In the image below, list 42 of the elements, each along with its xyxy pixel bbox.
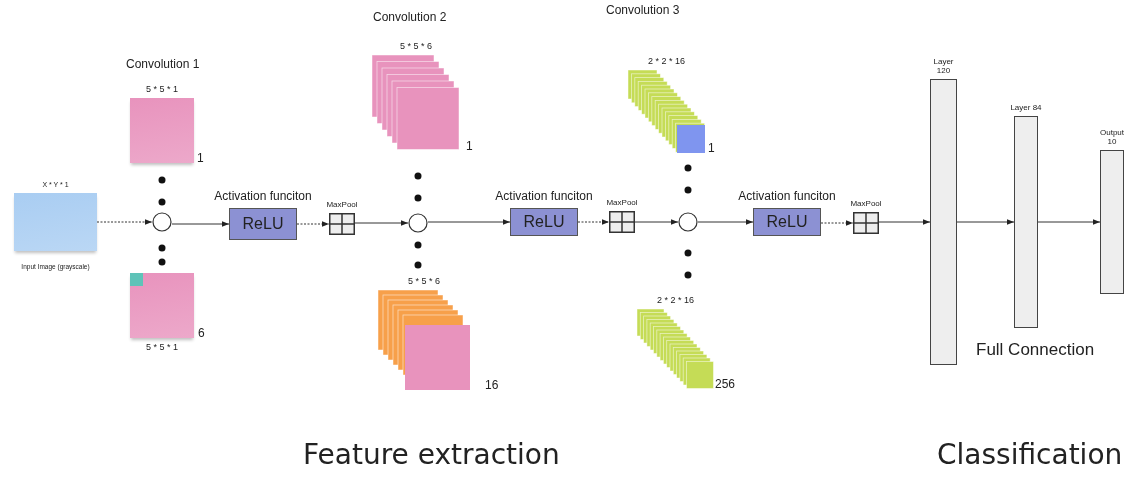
arrow: [577, 219, 610, 225]
layer-title: Activation funciton: [495, 190, 593, 204]
arrow: [427, 219, 511, 225]
arrow: [296, 221, 330, 227]
arrow: [956, 219, 1015, 225]
layer-title: Output 10: [1099, 127, 1125, 146]
arrow: [878, 219, 931, 225]
section-heading: Classification: [937, 438, 1123, 471]
arrow: [820, 220, 854, 226]
layer-title: Activation funciton: [214, 190, 312, 204]
layer-title: Activation funciton: [738, 190, 836, 204]
activation-box: ReLU: [510, 208, 578, 236]
section-title: Convolution 1: [126, 57, 200, 71]
size-label: 5 * 5 * 1: [146, 342, 178, 353]
index-number: 1: [466, 139, 473, 153]
size-label: 5 * 5 * 6: [408, 275, 440, 286]
index-number: 256: [715, 377, 736, 391]
size-label: 2 * 2 * 16: [657, 294, 694, 305]
section-heading: Feature extraction: [303, 438, 560, 471]
arrow: [634, 219, 679, 225]
size-label: 5 * 5 * 6: [400, 40, 432, 51]
size-label: 5 * 5 * 1: [146, 83, 178, 94]
layer-title: MaxPool: [326, 199, 358, 209]
arrow: [697, 219, 754, 225]
arrow: [96, 219, 153, 225]
index-number: 1: [197, 151, 204, 165]
section-title: Full Connection: [976, 340, 1095, 360]
index-number: 16: [485, 378, 499, 392]
activation-box: ReLU: [753, 208, 821, 236]
section-title: Convolution 3: [606, 3, 680, 17]
index-number: 6: [198, 326, 205, 340]
arrow: [354, 220, 409, 226]
layer-title: MaxPool: [606, 197, 638, 207]
size-label: 2 * 2 * 16: [648, 55, 685, 66]
layer-title: Layer 120: [932, 56, 955, 75]
layer-title: MaxPool: [850, 198, 882, 208]
arrow: [1037, 219, 1101, 225]
layer-title: Layer 84: [1010, 102, 1042, 112]
section-title: Convolution 2: [373, 10, 447, 24]
activation-box: ReLU: [229, 208, 297, 240]
index-number: 1: [708, 141, 715, 155]
arrow: [171, 221, 230, 227]
